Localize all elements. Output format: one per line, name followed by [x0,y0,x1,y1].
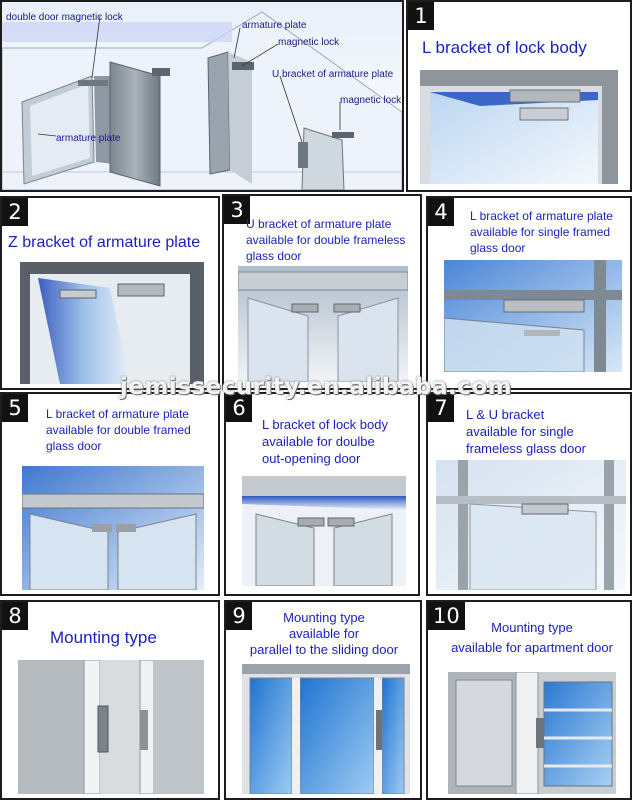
hero-label-armature-plate-top: armature plate [242,20,307,31]
panel-number: 4 [428,198,454,226]
panel-caption: Z bracket of armature plate [8,234,201,251]
panel-number: 6 [226,394,252,422]
panel-photo [436,460,626,590]
panel-number: 7 [428,394,454,422]
panel-photo [448,672,616,794]
panel-number: 2 [2,198,28,226]
panel-number: 10 [428,602,465,630]
hero-panel: double door magnetic lock armature plate… [0,0,404,192]
hero-label-magnetic-lock-right: magnetic lock [340,95,402,106]
panel-photo [242,664,410,794]
panel-photo [22,466,204,590]
panel-caption: Mounting type [50,628,157,647]
hero-label-armature-plate-left: armature plate [56,133,121,144]
panel-photo [18,660,204,794]
panel-2: 2 Z bracket of armature plate [0,196,220,390]
panel-number: 1 [408,2,434,30]
panel-number: 3 [224,196,250,224]
hero-label-double-door-magnetic-lock: double door magnetic lock [6,12,123,23]
hero-illustration [2,2,402,190]
panel-number: 9 [226,602,252,630]
hero-label-magnetic-lock-top: magnetic lock [278,37,340,48]
panel-1: 1 L bracket of lock body [406,0,632,192]
panel-photo [420,70,618,184]
panel-photo [20,262,204,384]
panel-number: 5 [2,394,28,422]
panel-8: 8 Mounting type [0,600,220,800]
panel-photo [238,266,408,382]
hero-label-u-bracket: U bracket of armature plate [272,69,394,80]
panel-number: 8 [2,602,28,630]
panel-caption: L bracket of lock body [422,38,587,57]
panel-photo [444,260,622,372]
panel-photo [242,476,406,586]
